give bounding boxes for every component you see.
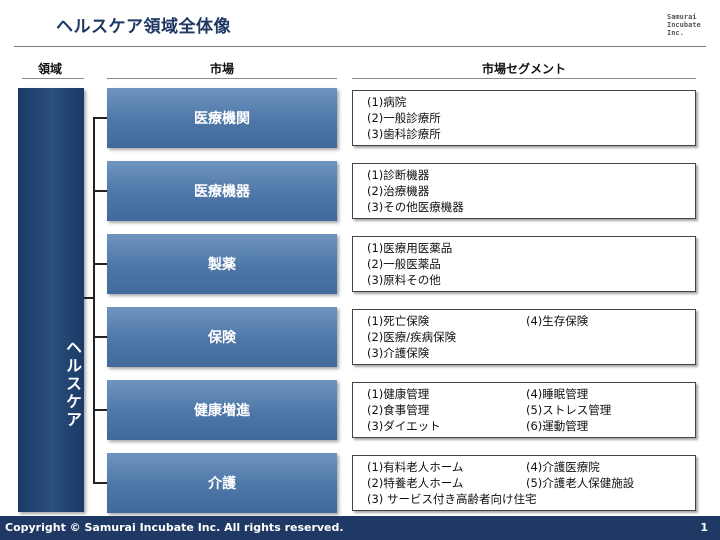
domain-box: ヘルスケア [18, 88, 84, 512]
header-segment: 市場セグメント [481, 62, 566, 76]
segment-row: (3)その他医療機器 [367, 199, 695, 215]
logo-line: Incubate [667, 21, 701, 29]
copyright-text: Copyright © Samurai Incubate Inc. All ri… [5, 521, 344, 534]
header-market-rule [107, 78, 337, 79]
segment-row: (1)診断機器 [367, 167, 695, 183]
segment-box: (1)病院 (2)一般診療所 (3)歯科診療所 [352, 90, 696, 146]
connector-branch [93, 482, 107, 484]
title-divider [14, 46, 706, 47]
segment-row: (2)治療機器 [367, 183, 695, 199]
segment-row: (3)介護保険 [367, 345, 695, 361]
connector-branch [93, 117, 107, 119]
connector-stub [84, 297, 94, 299]
connector-branch [93, 190, 107, 192]
connector-branch [93, 409, 107, 411]
segment-item: (2)特養老人ホーム [367, 476, 464, 490]
segment-item: (2)治療機器 [367, 184, 430, 198]
segment-item: (3) サービス付き高齢者向け住宅 [367, 492, 537, 506]
domain-label: ヘルスケア [63, 339, 82, 429]
segment-item: (3)介護保険 [367, 346, 430, 360]
segment-row: (1)医療用医薬品 [367, 240, 695, 256]
segment-row: (3)原料その他 [367, 272, 695, 288]
segment-item: (3)ダイエット [367, 419, 441, 433]
segment-item: (6)運動管理 [526, 419, 589, 433]
segment-item: (3)その他医療機器 [367, 200, 464, 214]
segment-row: (3) サービス付き高齢者向け住宅 [367, 491, 695, 507]
company-logo: Samurai Incubate Inc. [667, 13, 701, 37]
segment-item: (1)医療用医薬品 [367, 241, 453, 255]
market-box: 保険 [107, 307, 337, 367]
segment-item: (3)原料その他 [367, 273, 441, 287]
segment-item: (1)有料老人ホーム [367, 460, 464, 474]
market-box: 医療機器 [107, 161, 337, 221]
segment-row: (3)歯科診療所 [367, 126, 695, 142]
market-label: 医療機器 [194, 184, 250, 200]
segment-row: (2)特養老人ホーム (5)介護老人保健施設 [367, 475, 695, 491]
segment-item: (5)ストレス管理 [526, 403, 612, 417]
segment-item: (1)健康管理 [367, 387, 430, 401]
segment-item: (3)歯科診療所 [367, 127, 441, 141]
segment-item: (4)生存保険 [526, 314, 589, 328]
segment-box: (1)健康管理 (4)睡眠管理 (2)食事管理 (5)ストレス管理 (3)ダイエット (6… [352, 382, 696, 438]
segment-row: (1)死亡保険 (4)生存保険 [367, 313, 695, 329]
market-label: 製薬 [208, 257, 236, 273]
logo-line: Samurai [667, 13, 697, 21]
market-label: 介護 [208, 476, 236, 492]
segment-item: (1)診断機器 [367, 168, 430, 182]
header-domain-rule [22, 78, 84, 79]
page-title: ヘルスケア領域全体像 [56, 17, 231, 37]
header-market: 市場 [209, 62, 234, 76]
segment-item: (5)介護老人保健施設 [526, 476, 635, 490]
header-segment-rule [352, 78, 696, 79]
connector-branch [93, 336, 107, 338]
segment-row: (3)ダイエット (6)運動管理 [367, 418, 695, 434]
market-label: 保険 [208, 330, 236, 346]
market-box: 健康増進 [107, 380, 337, 440]
segment-item: (4)介護医療院 [526, 460, 600, 474]
segment-item: (4)睡眠管理 [526, 387, 589, 401]
logo-line: Inc. [667, 29, 684, 37]
market-label: 健康増進 [194, 403, 250, 419]
segment-item: (1)病院 [367, 95, 407, 109]
footer-bar: Copyright © Samurai Incubate Inc. All ri… [0, 516, 720, 540]
market-box: 医療機関 [107, 88, 337, 148]
segment-row: (1)病院 [367, 94, 695, 110]
segment-item: (2)一般医薬品 [367, 257, 441, 271]
segment-box: (1)診断機器 (2)治療機器 (3)その他医療機器 [352, 163, 696, 219]
market-box: 製薬 [107, 234, 337, 294]
segment-item: (2)一般診療所 [367, 111, 441, 125]
segment-row: (1)健康管理 (4)睡眠管理 [367, 386, 695, 402]
connector-branch [93, 263, 107, 265]
market-label: 医療機関 [194, 111, 250, 127]
segment-item: (2)食事管理 [367, 403, 430, 417]
segment-row: (2)医療/疾病保険 [367, 329, 695, 345]
segment-row: (2)一般医薬品 [367, 256, 695, 272]
segment-item: (1)死亡保険 [367, 314, 430, 328]
page-number: 1 [700, 521, 708, 534]
segment-box: (1)医療用医薬品 (2)一般医薬品 (3)原料その他 [352, 236, 696, 292]
header-domain: 領域 [37, 62, 62, 76]
segment-row: (1)有料老人ホーム (4)介護医療院 [367, 459, 695, 475]
market-box: 介護 [107, 453, 337, 513]
segment-row: (2)一般診療所 [367, 110, 695, 126]
segment-item: (2)医療/疾病保険 [367, 330, 457, 344]
segment-box: (1)有料老人ホーム(4)介護医療院(2)特養老人ホーム(5)介護老人保健施設(… [352, 455, 696, 511]
segment-box: (1)死亡保険 (4)生存保険 (2)医療/疾病保険 (3)介護保険 [352, 309, 696, 365]
segment-row: (2)食事管理 (5)ストレス管理 [367, 402, 695, 418]
connector-trunk [93, 118, 95, 484]
